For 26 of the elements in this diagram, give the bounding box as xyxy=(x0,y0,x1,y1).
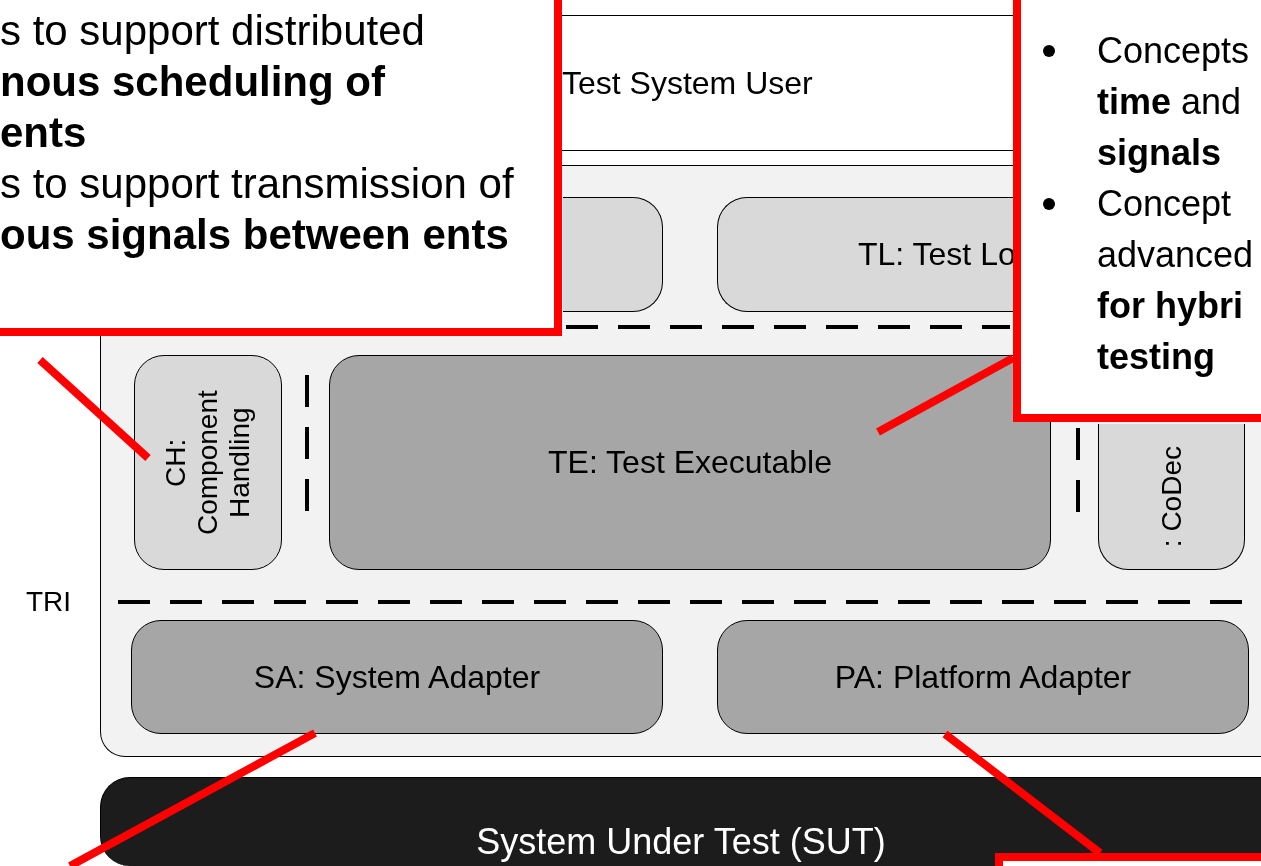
leader-line xyxy=(68,729,317,866)
box-label: TL: Test Lo xyxy=(858,236,1016,273)
bullet-text: Concept advanced for hybri testing xyxy=(1097,182,1255,379)
sut-box xyxy=(100,777,1261,866)
component-box xyxy=(1098,424,1245,570)
adapter-box xyxy=(131,620,663,734)
adapter-box xyxy=(717,620,1249,734)
bullet-text: s to support transmission of ous signals between ents xyxy=(0,159,515,260)
box-label: : CoDec xyxy=(1155,445,1188,548)
component-box xyxy=(134,355,282,570)
box-label: CH: Component Handling xyxy=(160,389,256,537)
component-box xyxy=(717,197,1014,312)
component-box xyxy=(329,355,1051,570)
user-box xyxy=(562,15,1013,151)
leader-line xyxy=(37,357,151,461)
leader-line xyxy=(876,354,1015,436)
box-label: PA: Platform Adapter xyxy=(834,658,1132,696)
box-label: System Under Test (SUT) xyxy=(476,821,886,863)
box-label: TE: Test Executable xyxy=(548,444,832,481)
callout-box xyxy=(0,0,562,336)
box-label: Test System User xyxy=(562,64,813,102)
box-label: SA: System Adapter xyxy=(253,658,541,696)
callout-box xyxy=(1013,0,1261,422)
interface-label: TRI xyxy=(26,586,72,618)
bullet-text: Concepts time and signals xyxy=(1097,29,1251,175)
component-box xyxy=(563,197,663,312)
